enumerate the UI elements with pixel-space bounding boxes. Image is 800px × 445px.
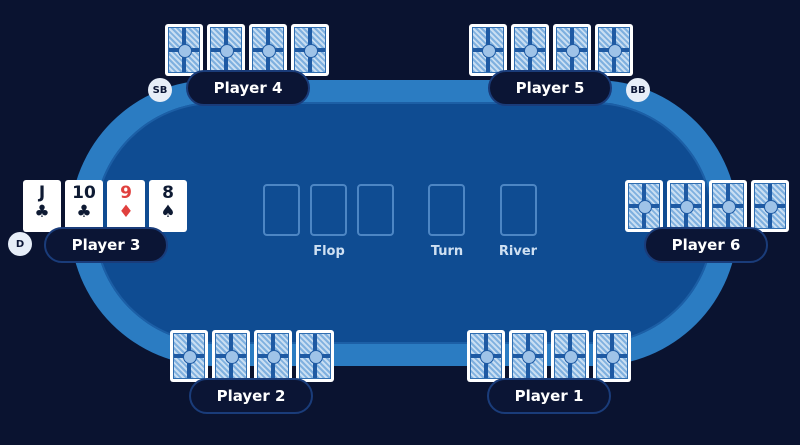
card-rank: 10: [72, 183, 96, 203]
player-1-card-back-4[interactable]: [593, 330, 631, 382]
card-back-pattern: [670, 183, 702, 229]
player-6-nameplate[interactable]: Player 6: [644, 227, 768, 263]
player-6-card-back-2[interactable]: [667, 180, 705, 232]
card-back-pattern: [754, 183, 786, 229]
card-rank: J: [38, 183, 46, 203]
club-icon: ♣: [76, 202, 92, 222]
river-label: River: [498, 244, 538, 259]
card-back-pattern: [514, 27, 546, 73]
card-back-pattern: [472, 27, 504, 73]
card-rank: 9: [120, 183, 132, 203]
player-2-nameplate[interactable]: Player 2: [189, 378, 313, 414]
card-back-pattern: [556, 27, 588, 73]
player-5-card-back-2[interactable]: [511, 24, 549, 76]
player-5-card-back-1[interactable]: [469, 24, 507, 76]
table-felt: [94, 102, 714, 344]
player-2-card-back-1[interactable]: [170, 330, 208, 382]
player-1-card-back-1[interactable]: [467, 330, 505, 382]
player-3-card-1[interactable]: J♣: [23, 180, 61, 232]
small-blind-badge: SB: [148, 78, 172, 102]
player-3-card-4[interactable]: 8♠: [149, 180, 187, 232]
flop-slot-1: [263, 184, 300, 236]
card-back-pattern: [512, 333, 544, 379]
player-1-nameplate[interactable]: Player 1: [487, 378, 611, 414]
player-4-card-back-1[interactable]: [165, 24, 203, 76]
player-2-card-back-3[interactable]: [254, 330, 292, 382]
flop-slot-2: [310, 184, 347, 236]
player-4-card-back-3[interactable]: [249, 24, 287, 76]
player-3-card-2[interactable]: 10♣: [65, 180, 103, 232]
player-4-card-back-2[interactable]: [207, 24, 245, 76]
player-4-nameplate[interactable]: Player 4: [186, 70, 310, 106]
card-back-pattern: [252, 27, 284, 73]
player-2-card-back-4[interactable]: [296, 330, 334, 382]
card-back-pattern: [554, 333, 586, 379]
dealer-badge: D: [8, 232, 32, 256]
flop-slot-3: [357, 184, 394, 236]
player-1-card-back-2[interactable]: [509, 330, 547, 382]
player-1-card-back-3[interactable]: [551, 330, 589, 382]
big-blind-badge: BB: [626, 78, 650, 102]
card-rank: 8: [162, 183, 174, 203]
player-6-card-back-4[interactable]: [751, 180, 789, 232]
card-back-pattern: [470, 333, 502, 379]
player-5-card-back-3[interactable]: [553, 24, 591, 76]
card-back-pattern: [628, 183, 660, 229]
player-3-card-3[interactable]: 9♦: [107, 180, 145, 232]
player-5-nameplate[interactable]: Player 5: [488, 70, 612, 106]
spade-icon: ♠: [160, 202, 176, 222]
flop-label: Flop: [313, 244, 345, 259]
player-3-nameplate[interactable]: Player 3: [44, 227, 168, 263]
card-back-pattern: [299, 333, 331, 379]
card-back-pattern: [210, 27, 242, 73]
card-back-pattern: [168, 27, 200, 73]
diamond-icon: ♦: [118, 202, 134, 222]
river-slot: [500, 184, 537, 236]
card-back-pattern: [596, 333, 628, 379]
player-6-card-back-1[interactable]: [625, 180, 663, 232]
club-icon: ♣: [34, 202, 50, 222]
player-5-card-back-4[interactable]: [595, 24, 633, 76]
player-6-card-back-3[interactable]: [709, 180, 747, 232]
turn-slot: [428, 184, 465, 236]
turn-label: Turn: [430, 244, 464, 259]
card-back-pattern: [257, 333, 289, 379]
card-back-pattern: [294, 27, 326, 73]
player-2-card-back-2[interactable]: [212, 330, 250, 382]
card-back-pattern: [712, 183, 744, 229]
card-back-pattern: [173, 333, 205, 379]
card-back-pattern: [215, 333, 247, 379]
player-4-card-back-4[interactable]: [291, 24, 329, 76]
card-back-pattern: [598, 27, 630, 73]
